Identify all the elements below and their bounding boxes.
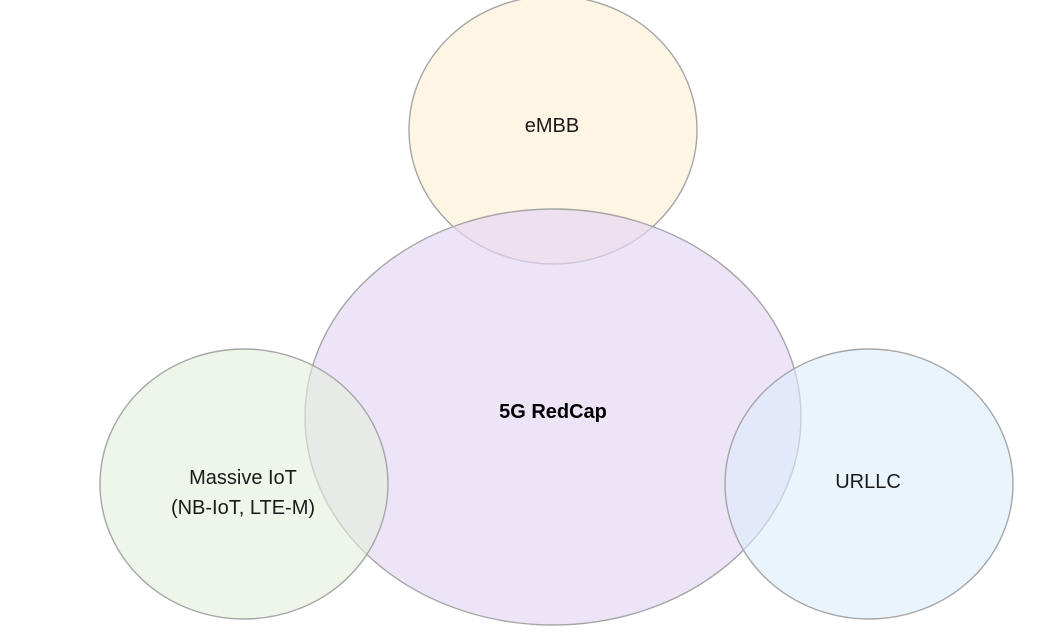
urllc-label: URLLC [835,471,901,493]
massive-iot-label-line2: (NB-IoT, LTE-M) [171,497,315,519]
urllc-circle [724,348,1014,620]
massive-iot-circle [99,348,389,620]
embb-label: eMBB [525,115,579,137]
massive-iot-label-line1: Massive IoT [189,467,297,489]
redcap-label: 5G RedCap [499,401,607,423]
